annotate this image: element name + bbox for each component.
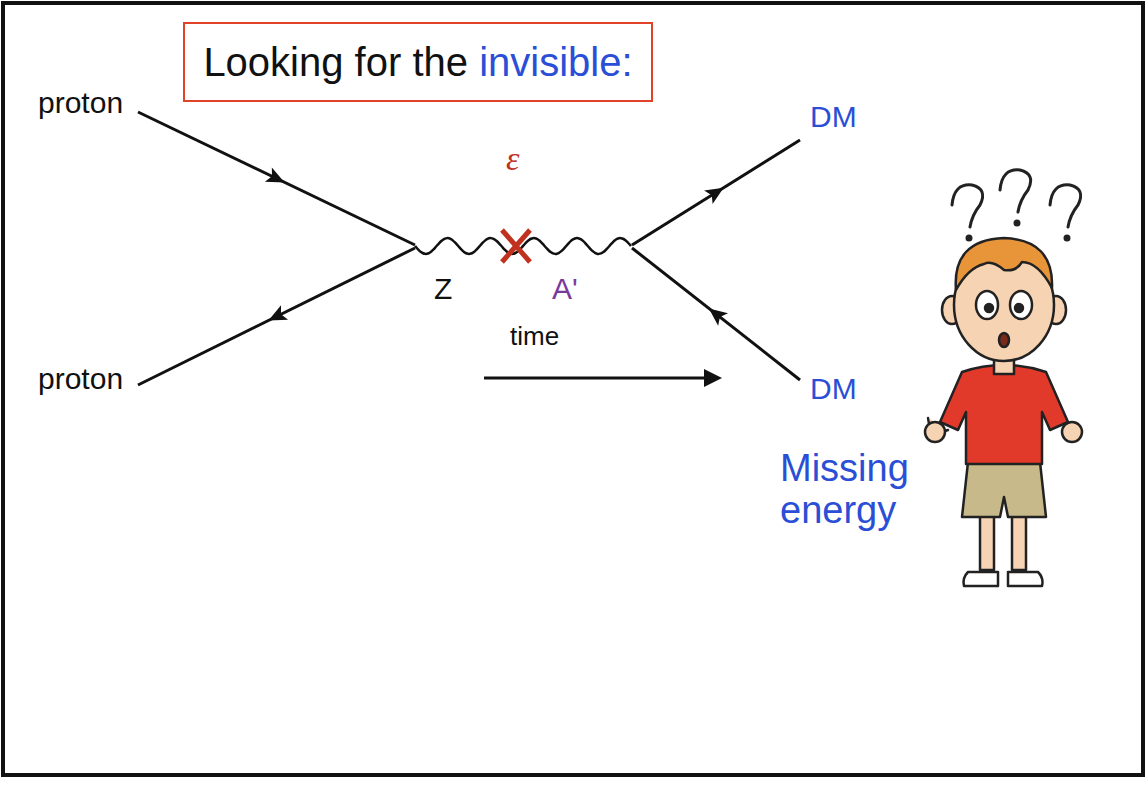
time-arrowhead xyxy=(704,369,722,387)
fermion-line xyxy=(138,112,415,245)
mixing-cross xyxy=(502,230,530,262)
title-box: Looking for theinvisible: xyxy=(183,22,653,102)
time-arrow xyxy=(484,377,708,380)
confused-boy xyxy=(925,170,1082,586)
arrowhead xyxy=(265,167,288,189)
arrowhead xyxy=(704,302,728,326)
particle-label: proton xyxy=(38,86,123,119)
caption-note: Missing energy xyxy=(780,448,980,532)
boson-label: A' xyxy=(552,272,578,305)
particle-label: DM xyxy=(810,372,857,405)
title-text: Looking for the xyxy=(203,40,468,85)
arrowhead xyxy=(265,305,288,327)
boson-label: Z xyxy=(434,272,452,305)
axis-label: time xyxy=(510,322,559,351)
fermion-lines xyxy=(138,112,800,385)
fermion-line xyxy=(632,248,800,380)
fermion-line xyxy=(632,140,800,245)
particle-label: DM xyxy=(810,100,857,133)
fermion-line xyxy=(138,248,415,385)
particle-label: proton xyxy=(38,362,123,395)
title-text: invisible: xyxy=(479,40,632,85)
coupling-symbol: ε xyxy=(506,140,519,177)
arrowhead xyxy=(704,181,728,204)
frame-border xyxy=(3,3,1143,775)
